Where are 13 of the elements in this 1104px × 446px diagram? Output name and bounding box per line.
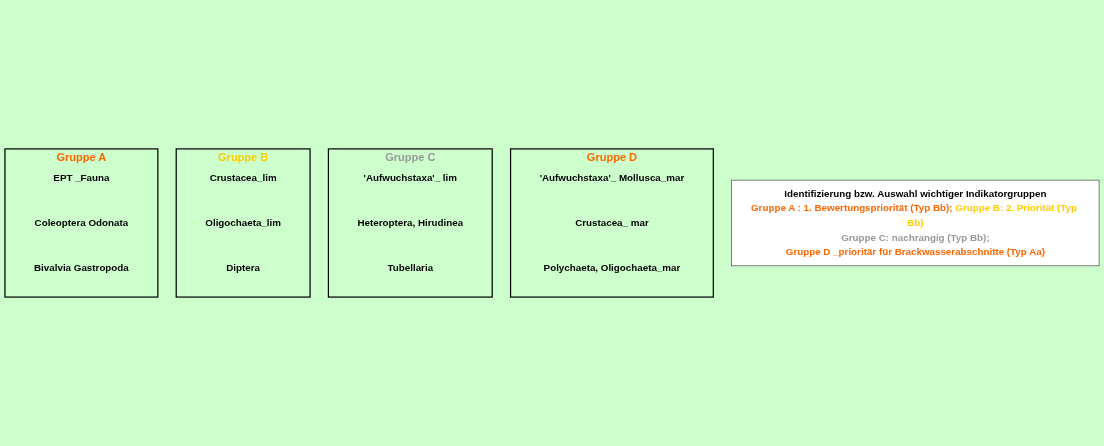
- node-text: Crustacea_ mar: [575, 217, 649, 228]
- node-text: Heteroptera, Hirudinea: [357, 217, 464, 228]
- node-text: 'Aufwuchstaxa'_ lim: [363, 172, 458, 183]
- node-text: EPT _Fauna: [53, 172, 110, 183]
- node-text: Crustacea_lim: [209, 172, 277, 183]
- node-text: Polychaeta, Oligochaeta_mar: [543, 262, 681, 274]
- node-text: Coleoptera Odonata: [34, 217, 129, 228]
- node-text: Oligochaeta_lim: [205, 217, 281, 228]
- node-box: Identifizierung bzw. Auswahl wichtiger Indikatorgruppen Gruppe A : 1. Bewertungspriorität (Typ Bb); Gruppe B: 2. Priorität (Typ Bb) Gruppe C: nachrangig (Typ Bb); Gruppe D _prioritär für Brackwasserabschnitte (Typ Aa): [731, 179, 1100, 267]
- node-text: Bivalvia Gastropoda: [34, 262, 129, 274]
- node-text: 'Aufwuchstaxa'_ Mollusca_mar: [539, 172, 685, 183]
- node-text: Diptera: [226, 262, 261, 274]
- node-text: Tubellaria: [387, 262, 434, 274]
